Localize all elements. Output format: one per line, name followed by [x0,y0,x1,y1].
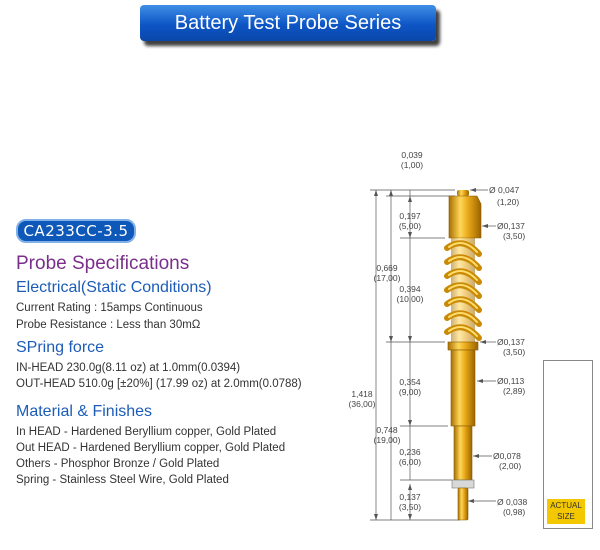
actual-size-line-1: ACTUAL [550,501,582,510]
dia-barrel-mm: (2,89) [503,386,525,396]
material-line-2: Out HEAD - Hardened Beryllium copper, Go… [16,442,286,454]
dia-plunger-in: Ø0,078 [493,451,521,461]
probe-body [444,190,482,521]
material-line-4: Spring - Stainless Steel Wire, Gold Plat… [16,474,229,486]
dim-total-mm: (36,00) [349,399,376,409]
dia-head-in: Ø0,137 [497,221,525,231]
dim-spring-in: 0,394 [399,284,421,294]
electrical-line-2: Probe Resistance : Less than 30mΩ [16,319,201,331]
dim-lower-in: 0,748 [376,425,398,435]
material-line-1: In HEAD - Hardened Beryllium copper, Gol… [16,426,277,438]
dim-spring-mm: (10,00) [397,294,424,304]
dim-lower-mm: (19,00) [374,435,401,445]
electrical-line-1: Current Rating : 15amps Continuous [16,302,203,314]
spring-line-1: IN-HEAD 230.0g(8.11 oz) at 1.0mm(0.0394) [16,362,241,374]
dim-tip-mm: (3,50) [399,502,421,512]
dia-pin-mm: (0,98) [503,507,525,517]
electrical-heading: Electrical(Static Conditions) [16,279,212,296]
dim-head-in: 0,197 [399,211,421,221]
dia-plunger-mm: (2,00) [499,461,521,471]
material-line-3: Others - Phosphor Bronze / Gold Plated [16,458,220,470]
dia-head-mm: (3,50) [503,231,525,241]
dim-plunger-in: 0,236 [399,447,421,457]
dim-total-in: 1,418 [351,389,373,399]
spring-heading: SPring force [16,339,105,356]
dia-tip-in: Ø 0,047 [489,185,520,195]
page-banner: Battery Test Probe Series [140,5,436,41]
dim-barrel-in: 0,354 [399,377,421,387]
dim-plunger-mm: (6,00) [399,457,421,467]
dim-head-mm: (5,00) [399,221,421,231]
dim-top-in: 0,039 [401,150,423,160]
spec-title: Probe Specifications [16,253,190,274]
dia-barrel-in: Ø0,113 [497,376,525,386]
actual-size-label: ACTUAL SIZE [547,499,585,524]
actual-size-line-2: SIZE [557,512,575,521]
dim-top-mm: (1,00) [401,160,423,170]
dim-barrel-mm: (9,00) [399,387,421,397]
material-heading: Material & Finishes [16,403,153,420]
model-badge: CA233CC-3.5 [16,219,136,243]
dia-pin-in: Ø 0,038 [497,497,528,507]
dim-upper-mm: (17,00) [374,273,401,283]
dim-tip-in: 0,137 [399,492,421,502]
dia-collar-mm: (3,50) [503,347,525,357]
dia-tip-mm: (1,20) [497,197,519,207]
dim-upper-in: 0,669 [376,263,398,273]
spring-line-2: OUT-HEAD 510.0g [±20%] (17.99 oz) at 2.0… [16,378,302,390]
dia-collar-in: Ø0,137 [497,337,525,347]
